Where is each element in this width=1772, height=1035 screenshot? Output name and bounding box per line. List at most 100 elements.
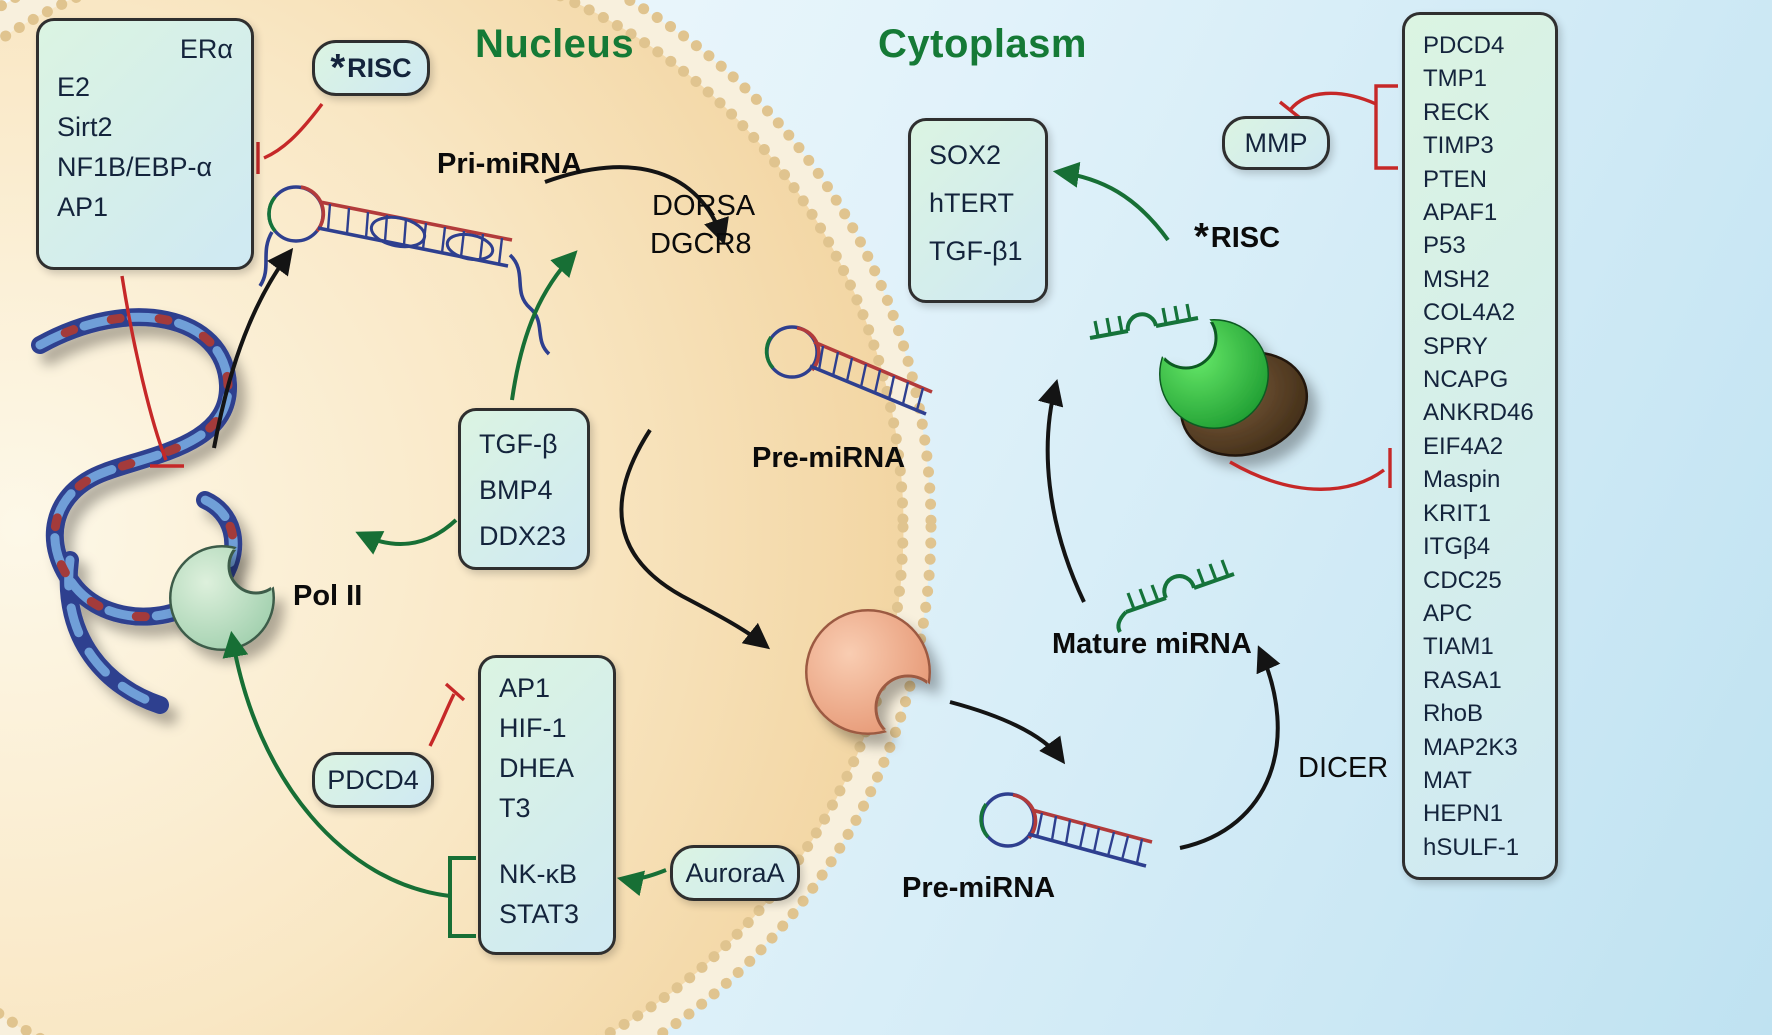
target-item: hSULF-1: [1423, 833, 1520, 861]
risc-nucleus-box: * RISC: [312, 40, 430, 96]
arrow-auroraa-to-nkkb: [616, 868, 667, 897]
bracket-nkkb-stat3: [448, 856, 476, 938]
target-item: P53: [1423, 232, 1466, 260]
mature-mirna-structure: [1116, 559, 1235, 633]
inhibition-bar-mmp: [1278, 100, 1302, 120]
target-item: TMP1: [1423, 65, 1488, 93]
activation-arrows: [222, 161, 1170, 938]
target-item: EIF4A2: [1423, 432, 1504, 460]
pri-mirna-label: Pri-miRNA: [437, 148, 583, 180]
pri-mirna-structure: [258, 185, 551, 356]
drosha-label: DORSA: [652, 190, 756, 222]
sox2-item: TGF-β1: [929, 236, 1023, 266]
dicer-label: DICER: [1298, 752, 1389, 784]
arrow-pri-to-pre-mirna: [544, 165, 729, 245]
tgf-item: DDX23: [479, 521, 567, 551]
target-item: RhoB: [1423, 700, 1484, 728]
era-factors-box: ERα E2 Sirt2 NF1B/EBP-α AP1: [36, 18, 254, 270]
tf-box-spacer: [499, 828, 595, 854]
nuclear-membrane: [0, 0, 937, 1035]
target-item: HEPN1: [1423, 800, 1504, 828]
nucleus-title: Nucleus: [475, 22, 635, 66]
process-arrows: [212, 165, 1281, 850]
target-item: TIAM1: [1423, 633, 1494, 661]
target-item: CDC25: [1423, 566, 1502, 594]
arrow-dna-to-pri-mirna: [212, 247, 294, 449]
inhibition-pdcd4-to-ap1: [428, 693, 456, 747]
sox2-box: SOX2 hTERT TGF-β1: [908, 118, 1048, 303]
target-item: Maspin: [1423, 466, 1501, 494]
target-item: KRIT1: [1423, 499, 1492, 527]
sox2-item: SOX2: [929, 140, 1002, 170]
era-item: Sirt2: [57, 112, 113, 142]
arrow-stat3-to-pol2: [222, 630, 451, 898]
target-item: MAT: [1423, 766, 1472, 794]
mature-mirna-label: Mature miRNA: [1052, 628, 1252, 660]
target-item: SPRY: [1423, 332, 1488, 360]
target-genes-box: PDCD4 TMP1 RECK TIMP3 PTEN APAF1 P53 MSH…: [1402, 12, 1558, 880]
inhibition-arrows: [120, 84, 1398, 747]
risc-bound-mirna-structure: [1089, 303, 1199, 340]
target-item: ITGβ4: [1423, 533, 1491, 561]
risc-cytoplasm-asterisk: *: [1194, 216, 1209, 258]
arrow-pre-mirna-to-exportin: [619, 428, 771, 650]
tf-item: NK-κB: [499, 859, 578, 889]
tf-item: STAT3: [499, 899, 580, 929]
inhibition-bar-ap1: [444, 682, 466, 702]
mmp-label: MMP: [1244, 127, 1308, 158]
inhibition-timps-to-mmp: [1288, 91, 1377, 112]
tf-item: DHEA: [499, 753, 575, 783]
arrow-tgf-to-drosha: [510, 250, 578, 401]
target-item: APC: [1423, 599, 1473, 627]
pol2-label: Pol II: [293, 580, 363, 612]
tf-item: AP1: [499, 673, 551, 703]
pre-mirna-structure-nucleus: [764, 325, 933, 416]
tgf-bmp4-ddx23-box: TGF-β BMP4 DDX23: [458, 408, 590, 570]
target-item: NCAPG: [1423, 366, 1509, 394]
sox2-item: hTERT: [929, 188, 1015, 218]
pdcd4-box: PDCD4: [312, 752, 434, 808]
pol2-enzyme-blob: [168, 537, 285, 652]
pre-mirna-nucleus-label: Pre-miRNA: [752, 442, 906, 474]
risc-nucleus-label: RISC: [347, 52, 412, 83]
auroraa-label: AuroraA: [685, 857, 785, 888]
exportin-blob: [804, 608, 942, 742]
arrow-mature-mirna-to-risc: [1038, 378, 1086, 603]
target-item: TIMP3: [1423, 132, 1494, 160]
arrow-exportin-to-cytoplasm-pre-mirna: [949, 700, 1066, 765]
target-item: COL4A2: [1423, 299, 1516, 327]
tgf-item: BMP4: [479, 475, 553, 505]
inhibition-risc-to-targets: [1229, 460, 1386, 491]
inhibition-risc-to-era: [263, 102, 324, 160]
tf-box: AP1 HIF-1 DHEA T3 NK-κB STAT3: [478, 655, 616, 955]
target-item: MAP2K3: [1423, 733, 1518, 761]
cytoplasm-title: Cytoplasm: [878, 22, 1087, 66]
auroraa-box: AuroraA: [670, 845, 800, 901]
era-item: NF1B/EBP-α: [57, 152, 213, 182]
arrow-dicer-pre-to-mature: [1179, 645, 1281, 850]
risc-asterisk: *: [330, 46, 346, 89]
target-item: PDCD4: [1423, 32, 1505, 59]
bracket-timp-genes: [1374, 84, 1398, 170]
tf-item: T3: [499, 793, 531, 823]
arrow-tgf-to-pol2: [355, 518, 458, 555]
target-item: APAF1: [1423, 199, 1498, 227]
target-item: PTEN: [1423, 165, 1488, 193]
dgcr8-label: DGCR8: [650, 228, 752, 260]
era-item: AP1: [57, 192, 109, 222]
target-item: RECK: [1423, 98, 1490, 126]
tf-item: HIF-1: [499, 713, 567, 743]
target-item: MSH2: [1423, 265, 1490, 293]
risc-cytoplasm-text: RISC: [1210, 222, 1281, 254]
target-item: ANKRD46: [1423, 399, 1534, 427]
risc-cytoplasm-label: *RISC: [1194, 218, 1281, 256]
pdcd4-label: PDCD4: [327, 764, 419, 795]
mmp-box: MMP: [1222, 116, 1330, 170]
risc-complex: [1154, 306, 1309, 457]
tgf-item: TGF-β: [479, 429, 558, 459]
pre-mirna-cytoplasm-label: Pre-miRNA: [902, 872, 1056, 904]
target-item: RASA1: [1423, 666, 1502, 694]
inhibition-era-to-dna: [120, 275, 168, 461]
era-item: E2: [57, 72, 91, 102]
